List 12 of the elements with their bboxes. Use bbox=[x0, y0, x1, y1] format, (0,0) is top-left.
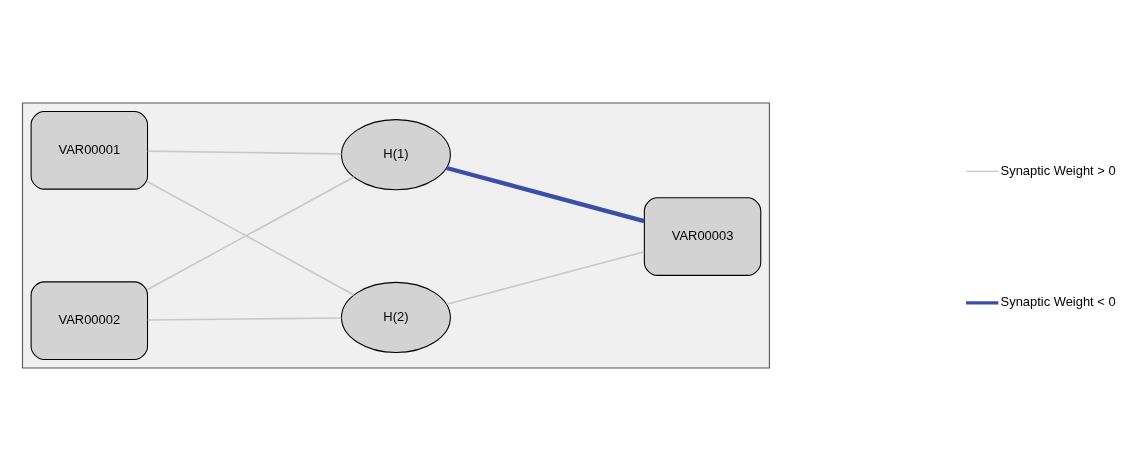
node-box: VAR00002 bbox=[30, 280, 149, 360]
connector bbox=[146, 316, 343, 321]
legend-label: Synaptic Weight < 0 bbox=[1000, 293, 1116, 309]
connector bbox=[445, 250, 645, 305]
node-ellipse: H(2) bbox=[340, 281, 451, 353]
node-ellipse: H(1) bbox=[340, 118, 451, 190]
connector bbox=[146, 149, 343, 155]
node-box: VAR00001 bbox=[30, 110, 149, 190]
legend-label: Synaptic Weight > 0 bbox=[1000, 162, 1116, 178]
node-box: VAR00003 bbox=[643, 196, 762, 276]
connector bbox=[446, 165, 645, 223]
cluster bbox=[21, 101, 770, 369]
